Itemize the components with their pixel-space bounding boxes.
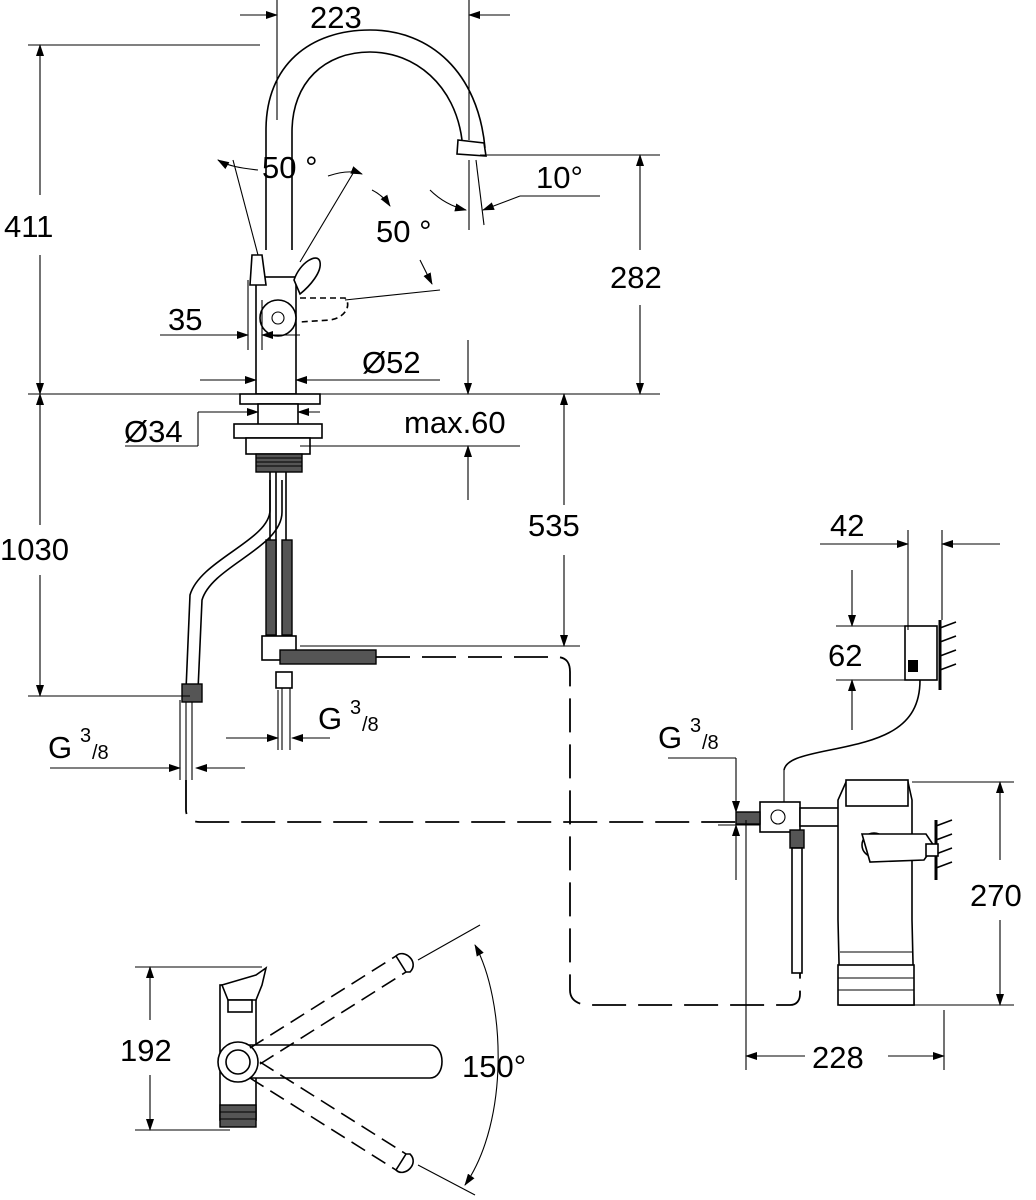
thread-label-hose: G 3 /8 xyxy=(48,725,109,765)
faucet-top-view xyxy=(135,924,499,1196)
svg-text:3: 3 xyxy=(690,715,701,737)
filter-dimensions xyxy=(668,530,1014,1070)
svg-text:/8: /8 xyxy=(362,714,379,736)
svg-text:/8: /8 xyxy=(702,732,719,754)
label-handle-offset: 35 xyxy=(168,302,202,337)
svg-text:/8: /8 xyxy=(92,742,109,764)
thread-label-filter: G 3 /8 xyxy=(658,715,719,755)
label-control-height: 62 xyxy=(828,638,862,673)
label-spout-height: 282 xyxy=(610,260,662,295)
label-filter-height: 270 xyxy=(970,878,1022,913)
svg-text:G: G xyxy=(658,720,682,755)
faucet-dimensions xyxy=(28,0,660,780)
svg-text:3: 3 xyxy=(80,725,91,747)
label-total-height: 411 xyxy=(4,209,53,244)
label-hole-diameter: Ø34 xyxy=(124,414,183,449)
label-connection-height: 535 xyxy=(528,508,580,543)
label-control-depth: 42 xyxy=(830,508,864,543)
label-handle-angle-2: 50 ° xyxy=(376,214,432,249)
dimension-labels: 223 411 50 ° 50 ° 10° 282 35 Ø52 Ø34 max… xyxy=(0,0,1022,1084)
label-handle-angle-1: 50 ° xyxy=(262,150,318,185)
label-spout-angle: 10° xyxy=(536,160,583,195)
label-max-deck: max.60 xyxy=(404,405,506,440)
label-base-diameter: Ø52 xyxy=(362,345,421,380)
thread-label-connector: G 3 /8 xyxy=(318,697,379,736)
faucet-side-view xyxy=(181,29,487,780)
label-filter-width: 228 xyxy=(812,1040,864,1075)
label-spout-reach: 223 xyxy=(310,0,362,35)
hose-routing-dashed xyxy=(185,656,801,1006)
label-hose-length: 1030 xyxy=(0,532,69,567)
filter-unit xyxy=(735,620,957,1006)
label-top-view-width: 192 xyxy=(120,1033,172,1068)
svg-text:3: 3 xyxy=(350,697,361,719)
label-swivel-angle: 150° xyxy=(462,1049,526,1084)
svg-text:G: G xyxy=(48,730,72,765)
svg-text:G: G xyxy=(318,701,342,736)
